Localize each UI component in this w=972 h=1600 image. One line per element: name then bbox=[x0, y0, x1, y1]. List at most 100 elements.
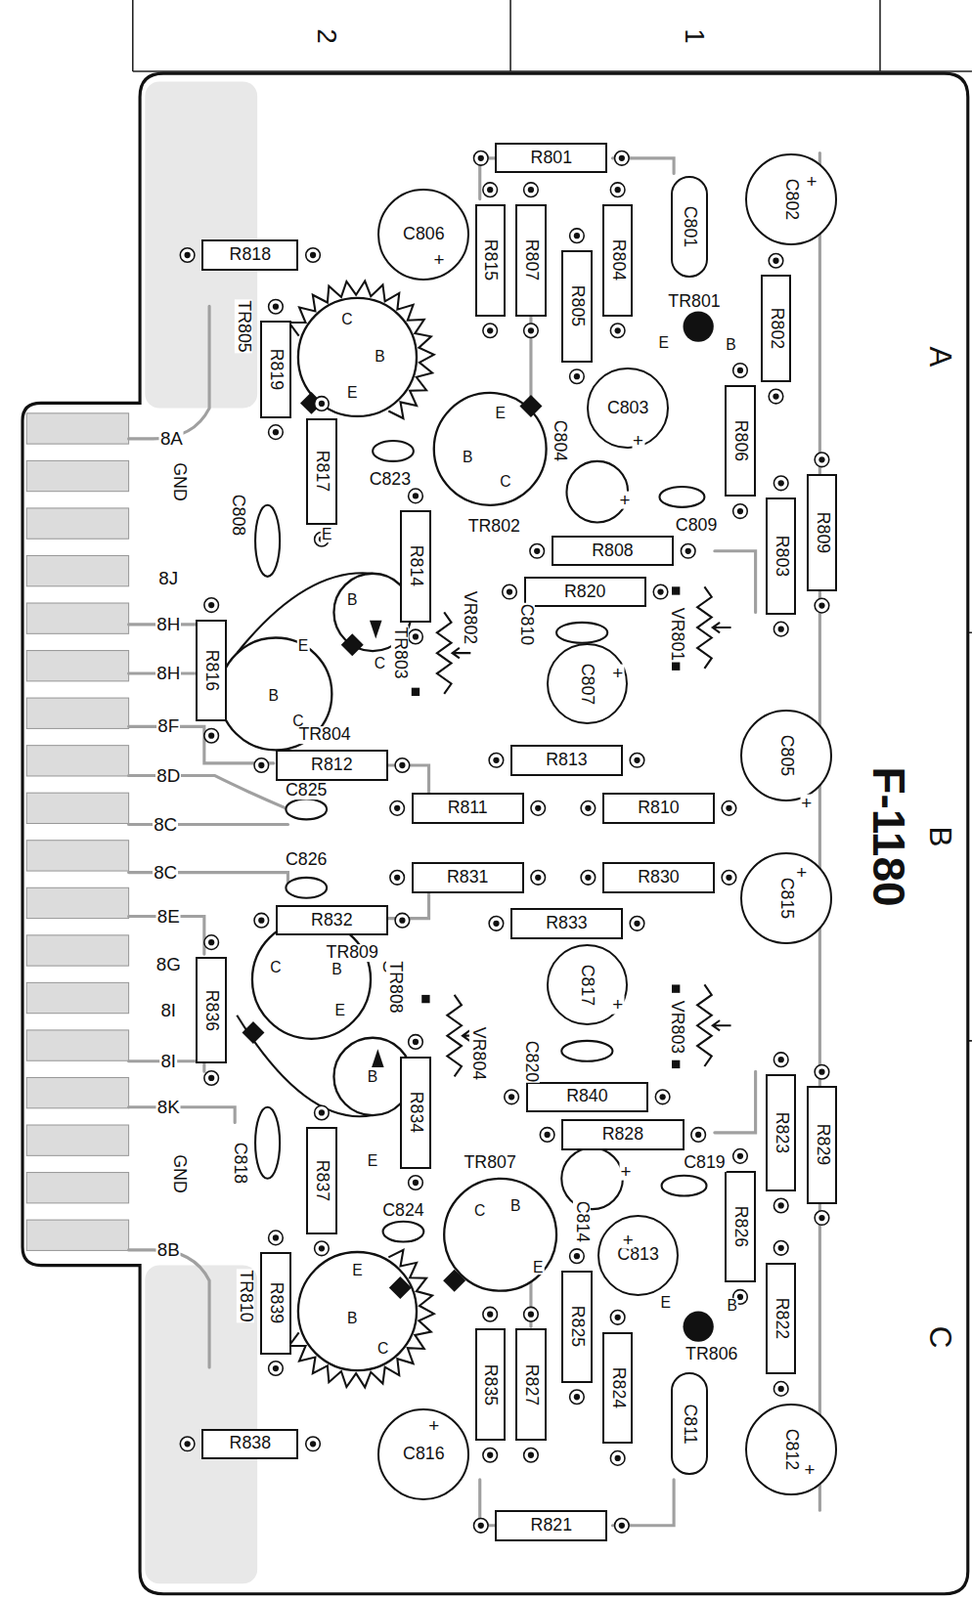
callout-label: C814 bbox=[573, 1200, 591, 1244]
part-label: R838 bbox=[229, 1436, 271, 1455]
trimmer-wiper bbox=[712, 622, 732, 633]
part-label: R831 bbox=[446, 869, 488, 887]
resistor-box: R804 bbox=[602, 204, 633, 317]
lead-hole bbox=[778, 480, 785, 486]
lead-hole bbox=[258, 762, 265, 769]
resistor-box: R837 bbox=[306, 1127, 337, 1236]
callout-label: TR807 bbox=[463, 1154, 518, 1173]
lead-hole bbox=[615, 327, 621, 334]
resistor-box: R815 bbox=[475, 204, 506, 317]
pin-name: 8J bbox=[157, 570, 179, 589]
lead-hole bbox=[486, 327, 493, 334]
emitter-mark bbox=[519, 395, 542, 418]
solder-pad bbox=[268, 425, 284, 441]
solder-pad bbox=[530, 801, 546, 817]
lead-hole bbox=[528, 327, 534, 334]
lead-hole bbox=[394, 805, 400, 812]
callout-label: E bbox=[660, 1296, 672, 1313]
callout-label: C825 bbox=[284, 782, 328, 800]
solder-pad bbox=[814, 452, 830, 468]
lead-hole bbox=[778, 1057, 785, 1063]
solder-pad bbox=[204, 598, 220, 614]
solder-pad bbox=[306, 248, 321, 264]
edge-finger bbox=[26, 982, 129, 1014]
heatsink-outline bbox=[289, 1250, 435, 1389]
emitter-mark bbox=[241, 1021, 265, 1045]
part-label: R804 bbox=[609, 239, 627, 281]
callout-label: C808 bbox=[228, 493, 247, 537]
solder-pad bbox=[408, 629, 424, 645]
lead-hole bbox=[633, 757, 640, 764]
lead-hole bbox=[412, 492, 419, 499]
part-label: C801 bbox=[680, 206, 699, 248]
callout-label: VR803 bbox=[667, 1000, 686, 1056]
capacitor-body bbox=[561, 1041, 613, 1062]
callout-label: + bbox=[611, 664, 624, 684]
lead-hole bbox=[778, 1202, 785, 1209]
callout-label: C bbox=[498, 474, 512, 490]
capacitor-body: C802 bbox=[745, 153, 838, 246]
lead-hole bbox=[615, 1456, 621, 1462]
lead-hole bbox=[208, 939, 215, 946]
part-label: R836 bbox=[202, 989, 221, 1031]
capacitor-body: C806 bbox=[377, 188, 470, 281]
edge-finger bbox=[26, 460, 129, 491]
solder-pad bbox=[615, 151, 630, 167]
callout-label: E bbox=[366, 1153, 379, 1170]
solder-pad bbox=[488, 752, 504, 768]
solder-pad bbox=[268, 1231, 284, 1246]
pin-name: GND bbox=[170, 461, 188, 502]
solder-pad bbox=[733, 1149, 749, 1165]
solder-pad bbox=[408, 1035, 424, 1051]
copper-trace bbox=[129, 306, 210, 440]
callout-label: C804 bbox=[550, 419, 569, 463]
solder-pad bbox=[773, 1382, 789, 1398]
solder-pad bbox=[814, 1064, 830, 1080]
callout-label: TR806 bbox=[684, 1346, 739, 1365]
callout-label: + bbox=[795, 863, 808, 883]
solder-pad bbox=[773, 1241, 789, 1257]
solder-pad bbox=[524, 1307, 539, 1323]
solder-pad bbox=[395, 913, 410, 928]
trimmer-symbol bbox=[697, 984, 712, 1067]
resistor-box: R813 bbox=[510, 745, 623, 776]
solder-pad bbox=[773, 1053, 789, 1068]
lead-hole bbox=[533, 548, 540, 555]
resistor-box: R803 bbox=[765, 497, 796, 616]
callout-label: E bbox=[493, 405, 506, 422]
trimmer-symbol bbox=[437, 612, 452, 695]
part-label: C807 bbox=[577, 662, 596, 705]
resistor-box: R833 bbox=[510, 908, 623, 939]
callout-label: E bbox=[346, 385, 358, 401]
callout-label: + bbox=[799, 794, 813, 813]
resistor-box: R808 bbox=[551, 535, 674, 567]
trimmer-wiper bbox=[712, 1020, 732, 1031]
solder-pad bbox=[680, 543, 696, 559]
callout-label: + bbox=[621, 1231, 635, 1250]
lead-hole bbox=[318, 400, 325, 407]
callout-label: VR801 bbox=[667, 607, 686, 663]
lead-hole bbox=[528, 1312, 534, 1319]
solder-pad bbox=[483, 182, 498, 198]
capacitor-body bbox=[561, 1148, 623, 1211]
part-label: R840 bbox=[566, 1089, 608, 1107]
part-label: R809 bbox=[813, 512, 832, 554]
solder-pad bbox=[204, 935, 220, 951]
solder-pad bbox=[395, 758, 410, 774]
callout-label: VR802 bbox=[460, 590, 479, 646]
solder-pad bbox=[473, 1518, 488, 1534]
edge-finger bbox=[26, 1077, 129, 1108]
capacitor-body: C811 bbox=[670, 1372, 708, 1475]
capacitor-body bbox=[372, 441, 414, 462]
lead-hole bbox=[772, 393, 779, 399]
solder-pad bbox=[570, 1390, 585, 1406]
solder-pad bbox=[306, 1437, 321, 1453]
callout-label: C bbox=[340, 311, 354, 328]
capacitor-body: C807 bbox=[546, 643, 629, 726]
part-label: R826 bbox=[731, 1206, 750, 1248]
lead-hole bbox=[615, 186, 621, 193]
lead-hole bbox=[615, 1315, 621, 1322]
part-label: C816 bbox=[402, 1446, 444, 1464]
lead-hole bbox=[818, 1069, 825, 1076]
lead-hole bbox=[574, 373, 580, 380]
